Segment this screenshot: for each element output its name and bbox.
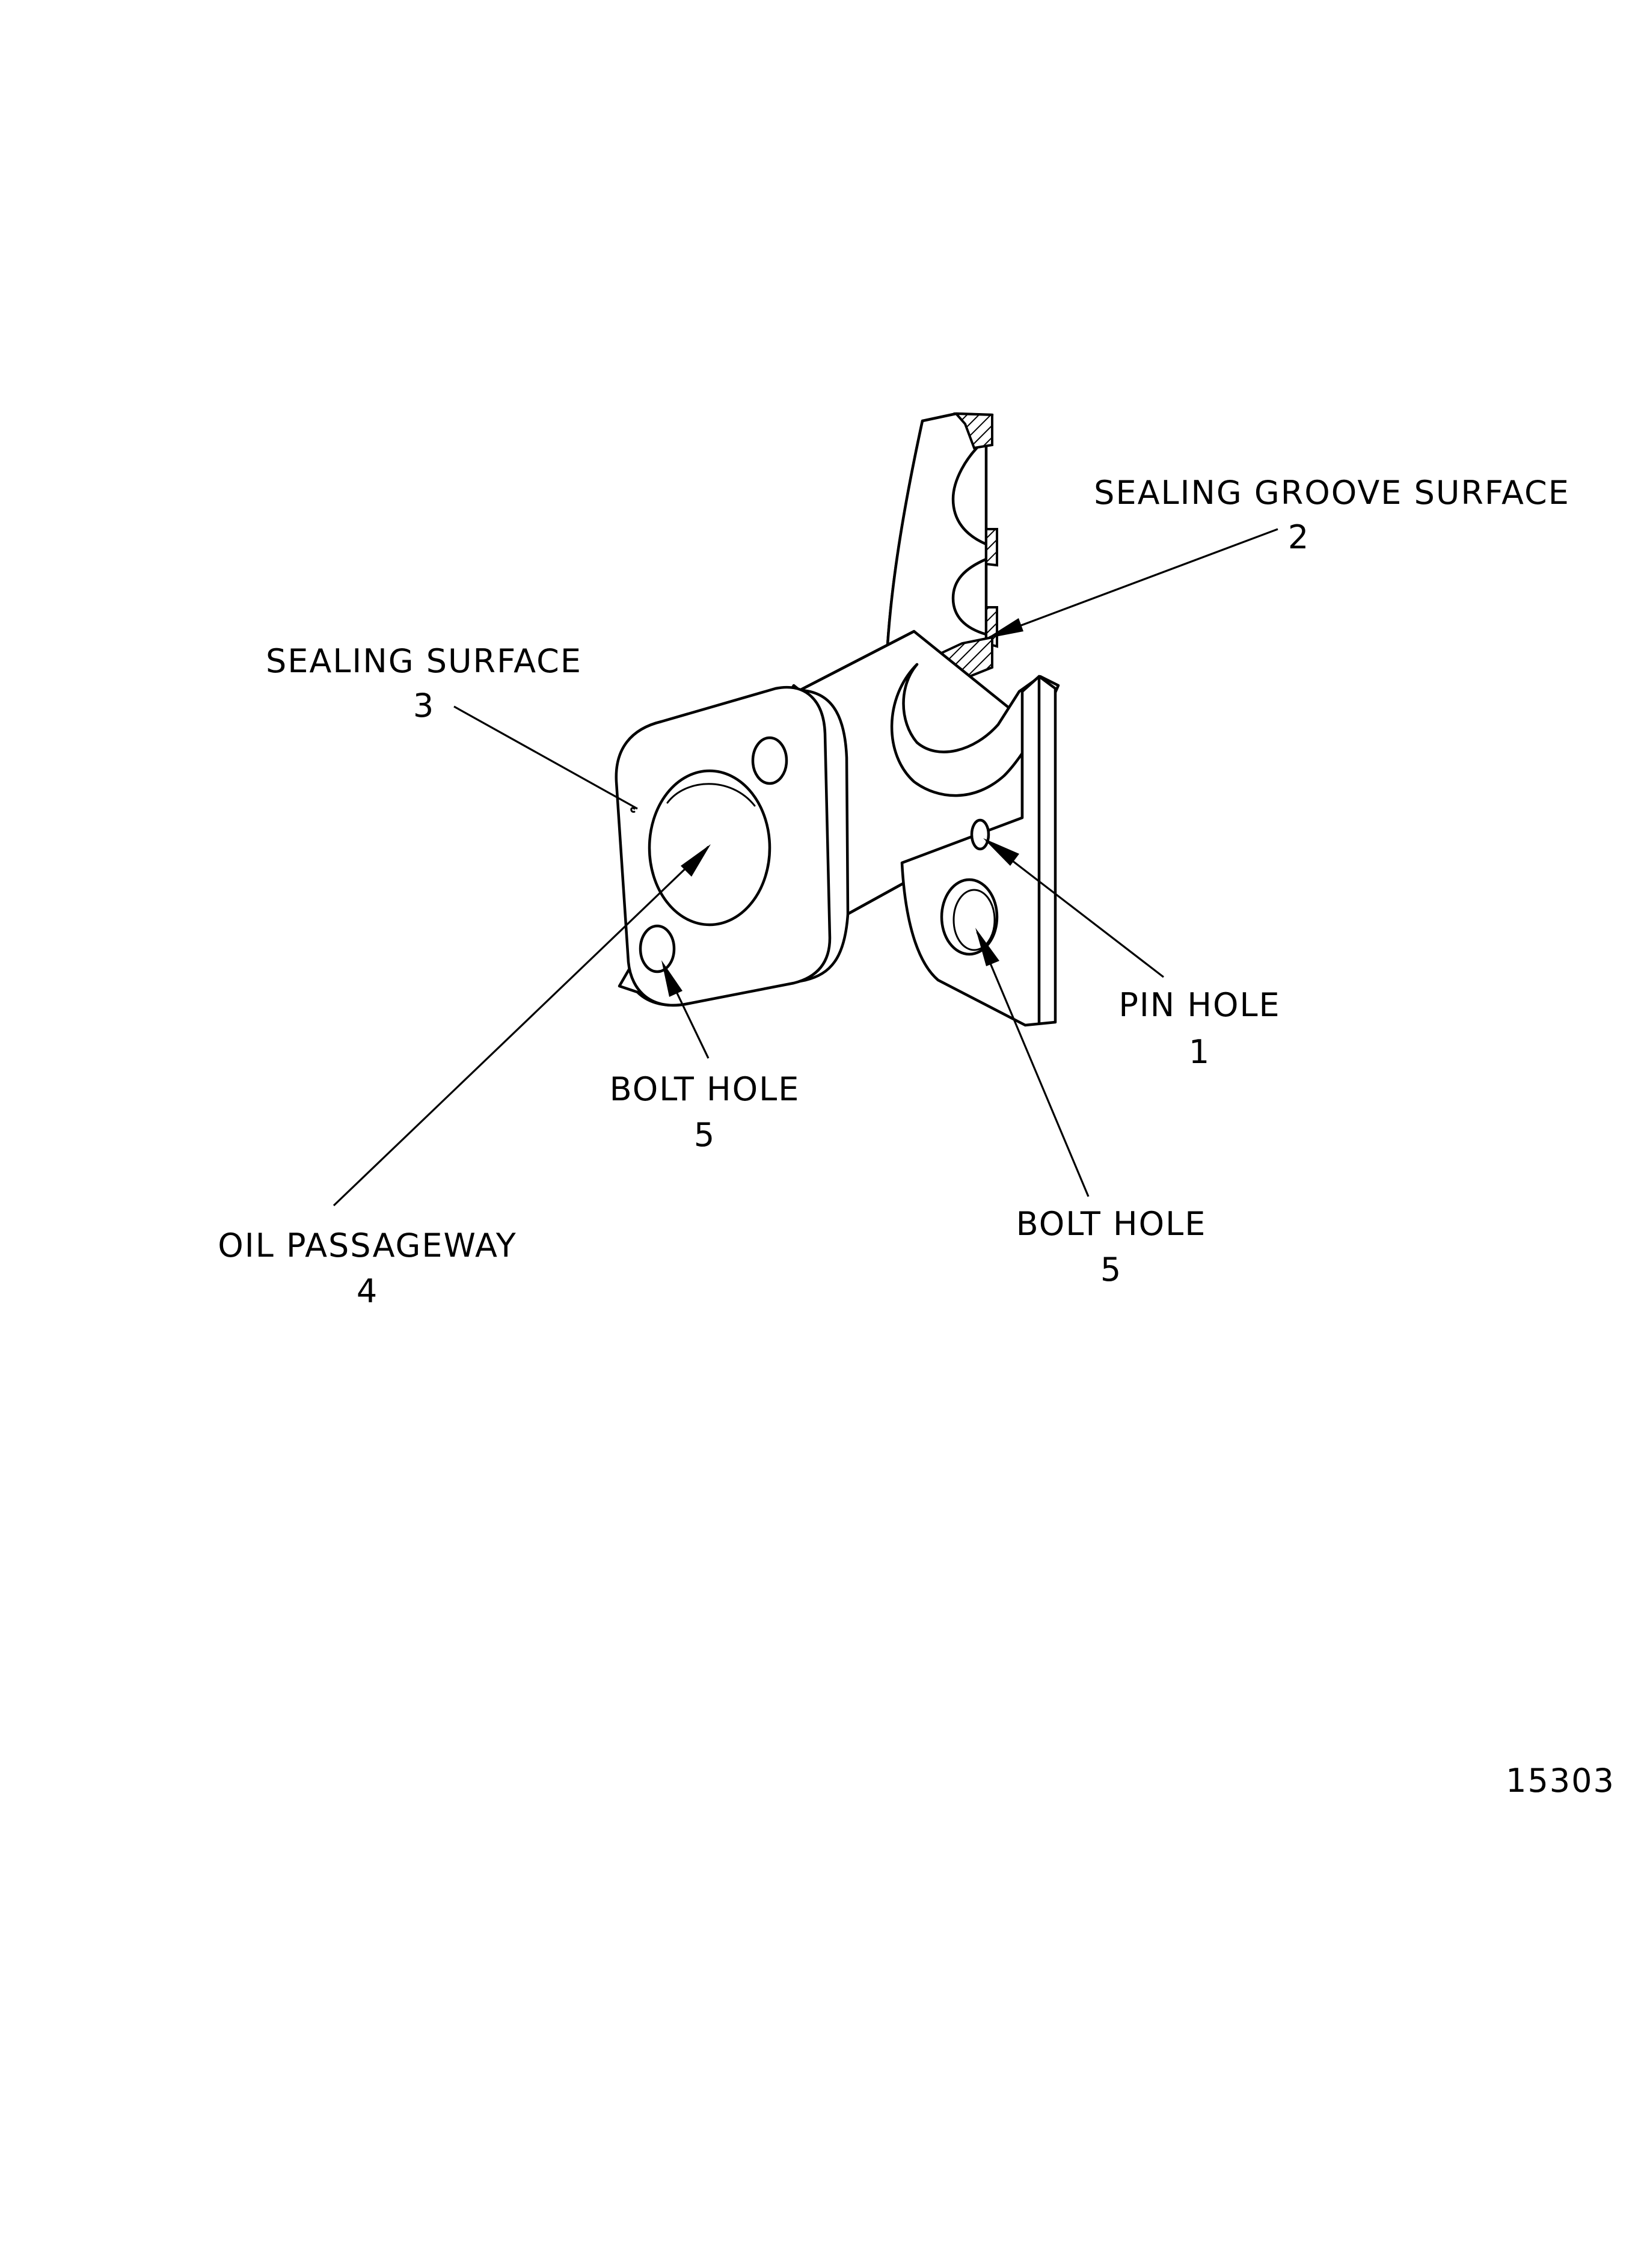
front-flange [615,684,850,1007]
label-pin-hole-number: 1 [1189,1033,1210,1071]
leader-bolt-hole-right [976,931,1090,1197]
leader-sealing-surface [453,705,638,810]
label-sealing-surface-name: SEALING SURFACE [266,642,582,680]
leader-oil-passageway [333,845,710,1207]
arrow-sealing-groove-surface [986,618,1023,639]
label-bolt-hole-right-number: 5 [1100,1251,1122,1289]
callout-labels: SEALING GROOVE SURFACE 2 SEALING SURFACE… [218,474,1615,1800]
leader-sealing-groove-surface [989,528,1278,639]
arrow-pin-hole [983,838,1019,866]
label-oil-passageway-number: 4 [357,1272,378,1310]
arrow-bolt-hole-left [661,960,682,997]
right-mount-plate [900,675,1057,1027]
label-sealing-surface-number: 3 [413,687,435,725]
label-bolt-hole-left-name: BOLT HOLE [610,1070,800,1108]
leader-pin-hole [986,839,1164,978]
label-pin-hole-name: PIN HOLE [1118,986,1280,1024]
label-oil-passageway-name: OIL PASSAGEWAY [218,1227,517,1264]
leader-lines [333,528,1278,1207]
figure-number: 15303 [1506,1762,1615,1800]
label-sealing-groove-surface-name: SEALING GROOVE SURFACE [1094,474,1570,512]
label-bolt-hole-right-name: BOLT HOLE [1016,1205,1207,1243]
part-illustration [615,412,1060,1027]
arrow-oil-passageway [681,844,711,877]
label-sealing-groove-surface-number: 2 [1288,518,1310,556]
label-bolt-hole-left-number: 5 [694,1116,716,1154]
arrow-bolt-hole-right [975,928,999,966]
